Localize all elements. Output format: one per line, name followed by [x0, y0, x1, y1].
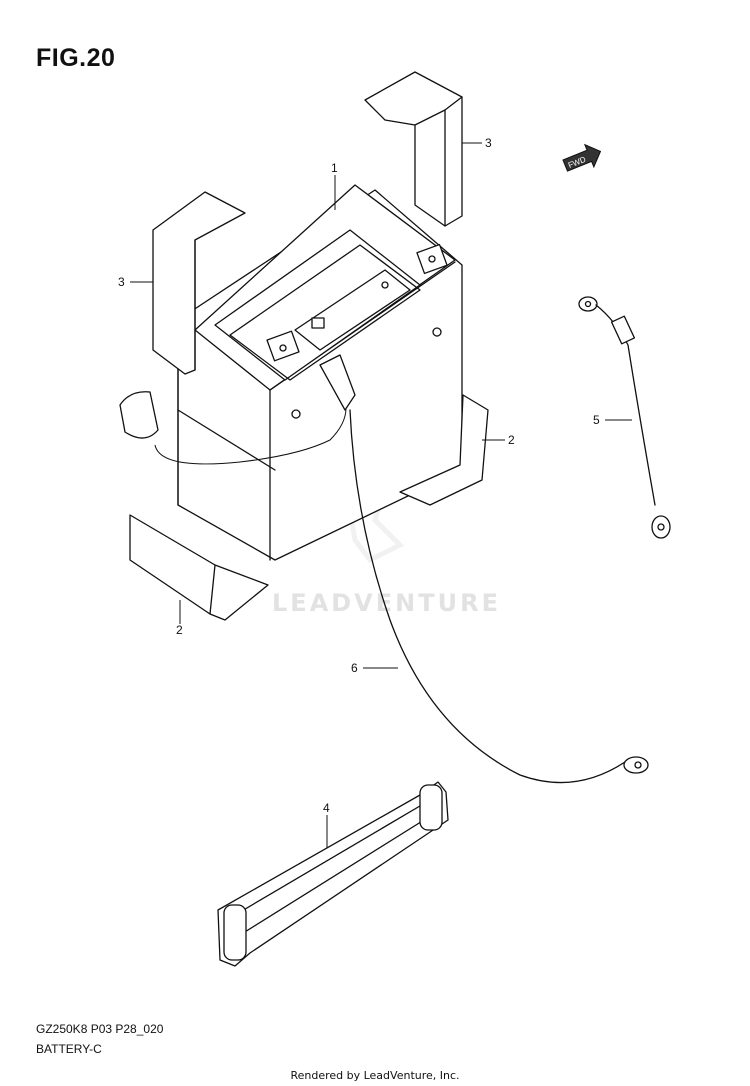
- battery-cushion-upper: [364, 71, 463, 227]
- figure-title: FIG.20: [36, 44, 116, 72]
- callout-3-upper: 3: [485, 136, 492, 150]
- callout-6: 6: [351, 661, 358, 675]
- callout-3-left: 3: [118, 275, 125, 289]
- terminal-cap: [119, 391, 159, 439]
- battery-lead-wire-6: [319, 354, 649, 784]
- section-name: BATTERY-C: [36, 1042, 102, 1056]
- battery-pad-left: [129, 514, 269, 621]
- battery-body: [177, 184, 463, 561]
- callout-2-left: 2: [176, 623, 183, 637]
- footer-credit: Rendered by LeadVenture, Inc.: [290, 1069, 460, 1082]
- callout-5: 5: [593, 413, 600, 427]
- forward-arrow-icon: FWD: [562, 143, 602, 172]
- battery-band: [217, 781, 449, 967]
- callout-4: 4: [323, 801, 330, 815]
- battery-pad-right: [399, 394, 489, 506]
- battery-lead-wire-5: [578, 296, 671, 539]
- watermark-text: LEADVENTURE: [272, 589, 501, 617]
- callout-2-right: 2: [508, 433, 515, 447]
- battery-cushion-left: [152, 191, 246, 375]
- model-code: GZ250K8 P03 P28_020: [36, 1022, 164, 1036]
- callout-1: 1: [331, 161, 338, 175]
